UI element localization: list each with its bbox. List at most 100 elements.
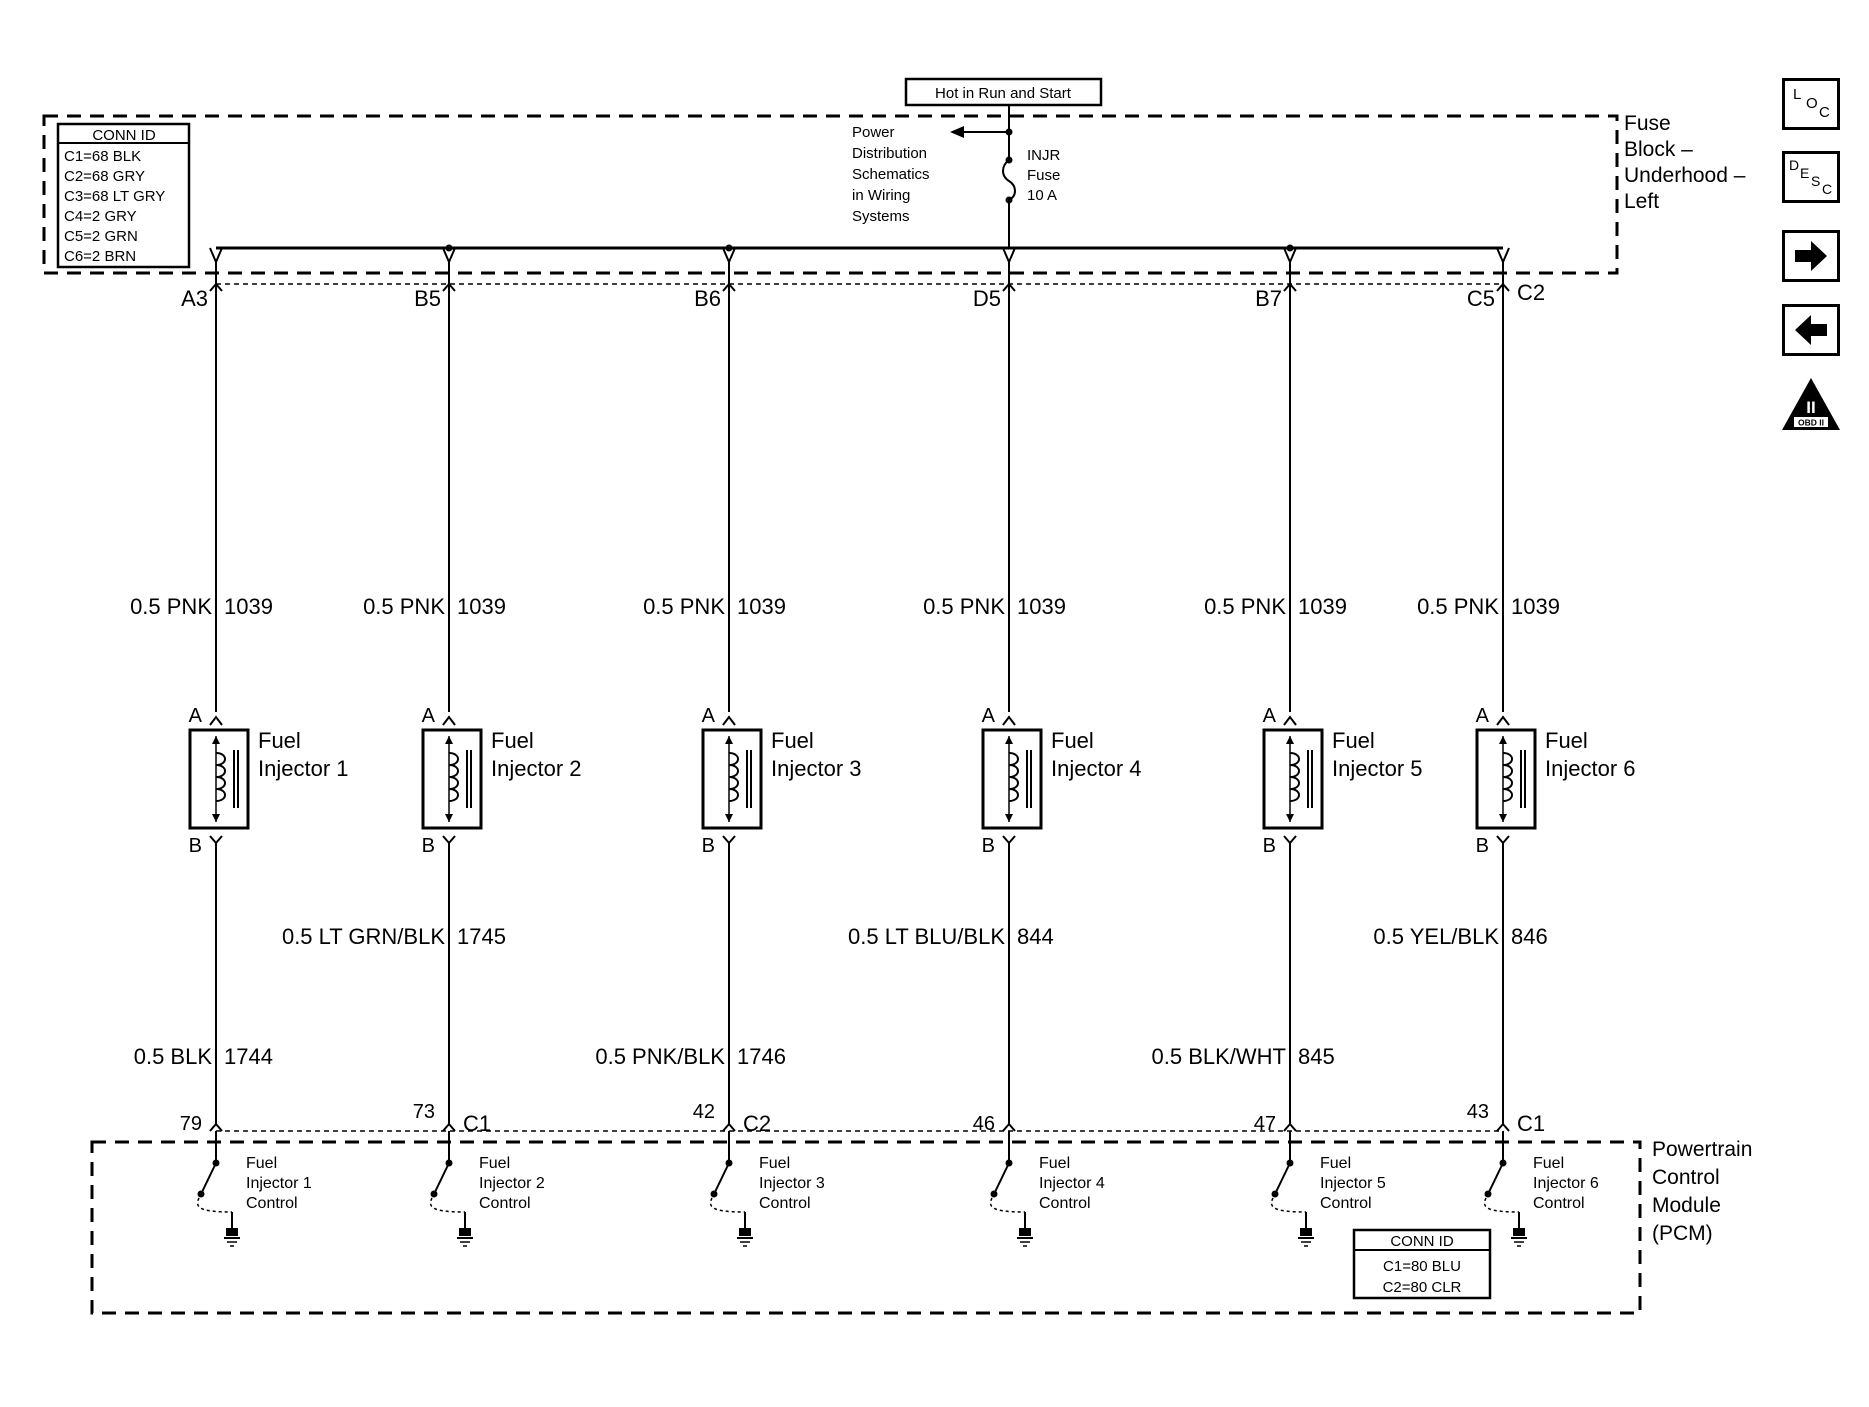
supply-circuit-number: 1039	[1017, 594, 1066, 619]
ground-symbol	[739, 1228, 751, 1236]
injector-pin-a-label: A	[1263, 705, 1277, 727]
control-wire-color: 0.5 PNK/BLK	[595, 1044, 725, 1069]
injector-arrow	[212, 814, 220, 822]
injector-arrow	[445, 814, 453, 822]
pcm-connector-label: C1	[1517, 1111, 1545, 1136]
supply-circuit-number: 1039	[1511, 594, 1560, 619]
switch-arm	[714, 1162, 730, 1193]
switch-control-link	[1270, 1197, 1307, 1213]
fuse-output-terminal	[1496, 247, 1510, 265]
switch-contact	[1271, 1190, 1279, 1198]
fuel-injector-label: Fuel	[258, 728, 301, 753]
pcm-pin	[1002, 1122, 1016, 1132]
injector-pin-b-label: B	[1263, 835, 1276, 857]
fuel-injector-body	[701, 728, 763, 830]
injector-control-label: Injector 4	[1039, 1175, 1105, 1192]
switch-arm	[1488, 1162, 1504, 1193]
svg-text:OBD II: OBD II	[1798, 418, 1824, 428]
power-ref-text: Power	[852, 124, 895, 141]
ground-symbol	[1513, 1228, 1525, 1236]
prev-page-button[interactable]	[1782, 304, 1840, 356]
pcm-name-line: Powertrain	[1652, 1138, 1752, 1161]
control-circuit-number: 1746	[737, 1044, 786, 1069]
fuel-injector-label: Fuel	[1051, 728, 1094, 753]
pcm-pin-label: 73	[413, 1101, 435, 1123]
injector-pin-a-label: A	[1476, 705, 1490, 727]
fuel-injector-label: Injector 4	[1051, 756, 1142, 781]
injector-arrow	[1286, 736, 1294, 744]
arrow-right-icon	[1795, 241, 1827, 271]
injector-control-label: Control	[759, 1195, 811, 1212]
switch-arm	[201, 1162, 217, 1193]
ground-symbol	[1019, 1228, 1031, 1236]
fuse-conn-id-table	[56, 122, 191, 269]
fuse-label: 10 A	[1027, 187, 1057, 204]
fuel-injector-label: Injector 6	[1545, 756, 1636, 781]
obd-ii-button[interactable]: II OBD II	[1780, 376, 1842, 432]
control-wire-color: 0.5 BLK	[134, 1044, 213, 1069]
supply-wire-color: 0.5 PNK	[923, 594, 1005, 619]
fuel-injector-label: Injector 2	[491, 756, 582, 781]
control-circuit-number: 846	[1511, 924, 1548, 949]
svg-text:L: L	[1793, 86, 1801, 103]
injector-coil	[1502, 752, 1513, 802]
switch-control-link	[196, 1197, 233, 1213]
switch-contact	[430, 1190, 438, 1198]
pcm-conn-id-title: CONN ID	[1390, 1233, 1454, 1250]
fuse-conn-id-row: C1=68 BLK	[64, 148, 141, 165]
supply-wire-color: 0.5 PNK	[1204, 594, 1286, 619]
fuse-conn-id-row: C5=2 GRN	[64, 228, 138, 245]
svg-text:O: O	[1806, 95, 1818, 112]
svg-text:D: D	[1789, 157, 1799, 173]
fuel-injector-label: Fuel	[1545, 728, 1588, 753]
control-wire-color: 0.5 LT BLU/BLK	[848, 924, 1005, 949]
bus-splice-dot	[445, 244, 453, 252]
svg-text:S: S	[1811, 173, 1820, 189]
injector-pin-b	[1496, 835, 1510, 845]
injector-pin-a	[209, 715, 223, 726]
fuse-output-terminal	[1002, 247, 1016, 265]
injector-pin-b	[209, 835, 223, 845]
fuse-block-name-line: Underhood –	[1624, 164, 1746, 187]
supply-circuit-number: 1039	[737, 594, 786, 619]
injector-control-label: Control	[479, 1195, 531, 1212]
switch-control-link	[429, 1197, 466, 1213]
fuel-injector-label: Injector 3	[771, 756, 862, 781]
power-ref-text: Distribution	[852, 145, 927, 162]
supply-wire-color: 0.5 PNK	[130, 594, 212, 619]
loc-button[interactable]: L O C	[1782, 78, 1840, 130]
next-page-button[interactable]	[1782, 230, 1840, 282]
injector-pin-b-label: B	[422, 835, 435, 857]
pcm-connector-label: C1	[463, 1111, 491, 1136]
desc-button[interactable]: D E S C	[1782, 151, 1840, 203]
bus-splice-dot	[725, 244, 733, 252]
ground-symbol	[1300, 1228, 1312, 1236]
injector-control-label: Fuel	[759, 1155, 790, 1172]
switch-control-link	[1483, 1197, 1520, 1213]
power-ref-text: Systems	[852, 208, 910, 225]
injector-arrow	[1499, 814, 1507, 822]
pcm-name-line: (PCM)	[1652, 1222, 1713, 1245]
fuse-symbol	[1002, 159, 1016, 201]
fuel-injector-label: Fuel	[771, 728, 814, 753]
injector-control-label: Control	[1320, 1195, 1372, 1212]
switch-contact	[710, 1190, 718, 1198]
injector-arrow	[212, 736, 220, 744]
fuel-injector-label: Injector 1	[258, 756, 349, 781]
fuse-conn-id-row: C2=68 GRY	[64, 168, 145, 185]
fuel-injector-body	[421, 728, 483, 830]
supply-circuit-number: 1039	[1298, 594, 1347, 619]
supply-wire-color: 0.5 PNK	[643, 594, 725, 619]
injector-arrow	[1499, 736, 1507, 744]
fuse-output-terminal	[209, 247, 223, 265]
injector-control-label: Injector 5	[1320, 1175, 1386, 1192]
injector-pin-b-label: B	[1476, 835, 1489, 857]
pcm-conn-id-table	[1352, 1228, 1492, 1300]
svg-text:II: II	[1806, 398, 1815, 417]
control-circuit-number: 1744	[224, 1044, 273, 1069]
injector-control-label: Injector 6	[1533, 1175, 1599, 1192]
pcm-pin-label: 43	[1467, 1101, 1489, 1123]
injector-pin-b-label: B	[982, 835, 995, 857]
loc-icon: L O C	[1793, 86, 1830, 121]
fuse-conn-id-row: C6=2 BRN	[64, 248, 136, 265]
